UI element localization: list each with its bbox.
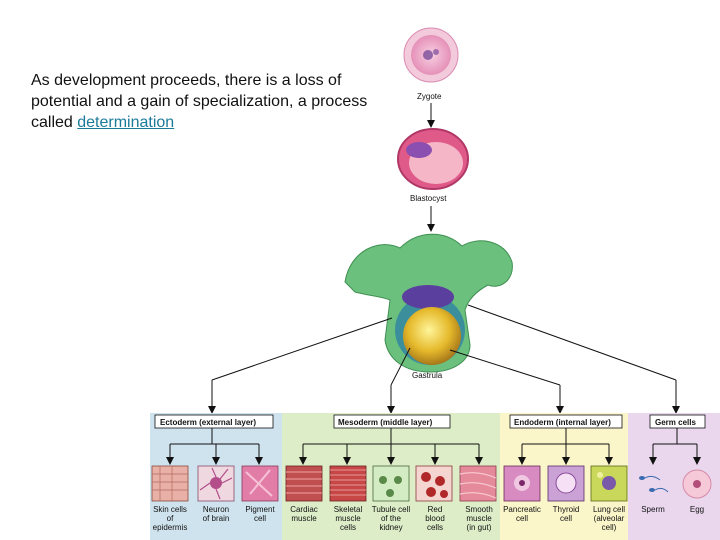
cell-label-line1: Pancreatic — [503, 505, 541, 514]
cell-label-line2: (alveolar — [594, 514, 625, 523]
caption-text: As development proceeds, there is a loss… — [31, 70, 376, 133]
cell-label-line3: cells — [340, 523, 356, 532]
cell-label-line1: Egg — [690, 505, 704, 514]
determination-link[interactable]: determination — [77, 114, 175, 131]
caption-body: As development proceeds, there is a loss… — [31, 72, 368, 131]
cell-image-neuron — [197, 465, 235, 502]
ectoderm-box — [154, 414, 274, 429]
cell-image-cardiac — [285, 465, 323, 502]
cell-label-line2: cell — [560, 514, 572, 523]
ectoderm-label: Ectoderm (external layer) — [160, 418, 256, 427]
cell-label-line1: Tubule cell — [372, 505, 411, 514]
cell-image-sperm — [639, 475, 669, 493]
cell-label-line3: epidermis — [153, 523, 188, 532]
zygote-label: Zygote — [417, 92, 442, 101]
cell-label-line2: muscle — [466, 514, 492, 523]
cell-label-line2: blood — [425, 514, 445, 523]
cell-label-line3: cells — [427, 523, 443, 532]
cell-label-line3: (in gut) — [467, 523, 492, 532]
cell-label-line2: muscle — [335, 514, 361, 523]
cell-label-line2: muscle — [291, 514, 317, 523]
germ-label: Germ cells — [655, 418, 696, 427]
cell-branches — [166, 428, 701, 465]
cell-label-line3: cell) — [602, 523, 617, 532]
cell-label-line1: Cardiac — [290, 505, 318, 514]
cell-image-thyroid — [547, 465, 585, 502]
cell-label-line2: cell — [254, 514, 266, 523]
cell-image-skin — [151, 465, 189, 502]
cell-label-line2: cell — [516, 514, 528, 523]
cell-label-line1: Neuron — [203, 505, 229, 514]
layer-connectors — [208, 304, 680, 414]
cell-label-line2: of the — [381, 514, 402, 523]
cell-image-smooth-muscle — [459, 465, 497, 502]
gastrula-label: Gastrula — [412, 371, 443, 380]
cell-image-red-blood — [415, 465, 453, 502]
cell-label-line1: Skin cells — [153, 505, 187, 514]
cell-label-line1: Skeletal — [334, 505, 363, 514]
cell-image-lung — [590, 465, 628, 502]
blastocyst-cell — [397, 128, 469, 190]
cell-image-skeletal — [329, 465, 367, 502]
cell-image-kidney — [372, 465, 410, 502]
cell-label-line1: Thyroid — [553, 505, 580, 514]
mesoderm-box — [333, 414, 451, 429]
endoderm-label: Endoderm (internal layer) — [514, 418, 611, 427]
cell-label-line1: Sperm — [641, 505, 665, 514]
cell-label-line1: Lung cell — [593, 505, 625, 514]
cell-label-line1: Smooth — [465, 505, 493, 514]
cell-label-line2: of — [167, 514, 174, 523]
cell-image-pancreatic — [503, 465, 541, 502]
zygote-cell — [403, 27, 459, 83]
cell-label-line1: Red — [428, 505, 443, 514]
cell-label-line2: of brain — [203, 514, 230, 523]
mesoderm-label: Mesoderm (middle layer) — [338, 418, 433, 427]
cell-image-pigment — [241, 465, 279, 502]
cell-labels: Skin cells of epidermis Neuron of brain … — [153, 505, 704, 532]
gastrula-embryo — [344, 233, 513, 373]
cell-label-line1: Pigment — [245, 505, 275, 514]
cell-image-egg — [682, 469, 712, 499]
blastocyst-label: Blastocyst — [410, 194, 447, 203]
cell-label-line3: kidney — [379, 523, 402, 532]
